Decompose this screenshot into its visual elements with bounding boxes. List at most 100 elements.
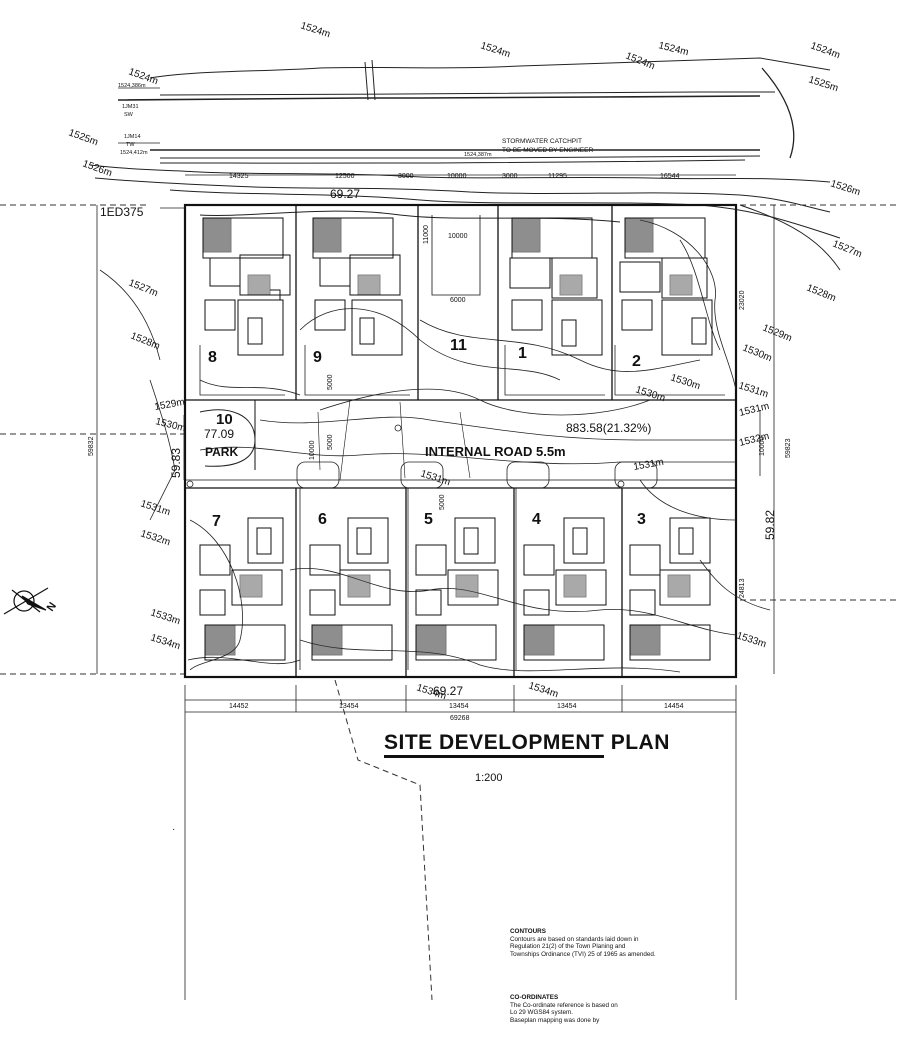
contour-label: 1526m: [829, 178, 861, 198]
contour-label: 1524m: [479, 40, 511, 60]
north-arrow-letter: N: [45, 600, 59, 613]
dim-left: 59.83: [169, 448, 183, 478]
dim-right-lower: 24813: [739, 578, 746, 598]
dimension-lines: [96, 87, 775, 1000]
contour-label: 1524m: [657, 40, 689, 58]
dim-interior: 10000: [309, 440, 316, 460]
dim-interior: 6000: [450, 297, 466, 304]
survey-label: 1JM14: [124, 134, 141, 140]
contour-label: 1533m: [735, 630, 767, 650]
contour-label: 1530m: [634, 384, 666, 404]
survey-labels: 1524,386m 1JM31 SW 1JM14 TW 1524,412m 15…: [118, 83, 492, 158]
dim-top-total: 69.27: [330, 187, 360, 201]
dim-interior: 5000: [327, 374, 334, 390]
contour-label: 1531m: [139, 498, 171, 518]
contour-label: 1527m: [831, 239, 863, 261]
contour-label: 1530m: [741, 343, 773, 365]
park-label: PARK: [205, 445, 238, 459]
coordinates-line: Baseplan mapping was done by: [510, 1016, 600, 1024]
dim-bottom-segment: 13454: [339, 703, 359, 710]
dim-right-upper: 23020: [739, 290, 746, 310]
contour-label: 1533m: [149, 607, 181, 627]
stray-mark: ·: [172, 824, 175, 835]
site-contour-lines: [99, 219, 771, 673]
plot-number: 1: [518, 345, 527, 362]
dim-right: 59.82: [763, 510, 777, 540]
survey-label: 1524,412m: [120, 150, 148, 156]
contour-label: 1529m: [154, 397, 186, 413]
dim-outer-left: 59832: [88, 436, 95, 456]
park-text: 10 77.09 PARK: [204, 411, 238, 459]
contour-label: 1524m: [624, 51, 656, 73]
coordinates-note: CO-ORDINATES The Co-ordinate reference i…: [510, 994, 618, 1024]
dim-top-segment: 10000: [447, 173, 467, 180]
plot-number: 4: [532, 511, 541, 528]
contour-label: 1531m: [633, 457, 665, 473]
contour-label: 1528m: [805, 283, 837, 305]
dim-top-segment: 12500: [335, 173, 355, 180]
dim-top-segment: 14325: [229, 173, 249, 180]
dim-bottom-segment: 13454: [557, 703, 577, 710]
dim-bottom-segment: 14452: [229, 703, 249, 710]
park-area: 77.09: [204, 427, 234, 441]
plan-title: SITE DEVELOPMENT PLAN: [384, 731, 670, 754]
dim-road-side: 10000: [759, 436, 766, 456]
survey-label: 1524,386m: [118, 83, 146, 89]
plot-number: 9: [313, 349, 322, 366]
contour-label: 1531m: [419, 468, 451, 488]
house-footprints-bottom-row: [199, 517, 711, 661]
contour-label: 1531m: [738, 401, 770, 419]
plot-number: 11: [450, 337, 467, 354]
plot-number: 5: [424, 511, 433, 528]
contour-label: 1534m: [149, 632, 181, 652]
stormwater-line: STORMWATER CATCHPIT: [502, 138, 582, 145]
contours-note: CONTOURS Contours are based on standards…: [510, 928, 656, 958]
dim-outer-right: 59823: [785, 438, 792, 458]
contour-label: 1531m: [737, 380, 769, 400]
park-feature: [199, 409, 256, 467]
driveway-outlines: [186, 345, 725, 670]
dim-interior: 5000: [327, 434, 334, 450]
dim-top-segment: 11295: [548, 173, 567, 180]
erf-label: 1ED375: [100, 205, 144, 219]
north-arrow-icon: [3, 587, 49, 615]
plot-number: 6: [318, 511, 327, 528]
coordinates-line: Lo 29 WGS84 system.: [510, 1009, 573, 1017]
plot-number: 2: [632, 353, 641, 370]
contour-label: 1532m: [139, 528, 171, 548]
contour-label: 1524m: [299, 20, 331, 40]
dim-interior: 10000: [448, 233, 468, 240]
plot-number: 3: [637, 511, 646, 528]
contour-label: 1527m: [127, 278, 159, 300]
contour-label: 1525m: [67, 127, 99, 148]
road-area-label: 883.58(21.32%): [566, 421, 651, 435]
survey-label: 1JM31: [122, 104, 139, 110]
plan-scale: 1:200: [475, 772, 503, 784]
contour-label: 1526m: [81, 158, 113, 179]
contours-heading: CONTOURS: [510, 928, 546, 935]
dim-bottom-segment: 13454: [449, 703, 469, 710]
plot-number: 8: [208, 349, 217, 366]
plot-number: 7: [212, 513, 221, 530]
dim-overall: 69268: [450, 715, 470, 722]
coordinates-heading: CO-ORDINATES: [510, 994, 559, 1001]
contour-label: 1529m: [761, 323, 793, 345]
contour-label: 1528m: [129, 331, 161, 353]
coordinates-line: The Co-ordinate reference is based on: [510, 1001, 618, 1009]
main-dimension-labels: 69.27 69.27 59.83 59.82: [169, 187, 777, 698]
contour-label: 1530m: [154, 416, 186, 434]
survey-label: 1524,387m: [464, 152, 492, 158]
internal-road-label: INTERNAL ROAD 5.5m: [425, 444, 566, 459]
contours-line: Contours are based on standards laid dow…: [510, 935, 639, 943]
house-footprints-top-row: [202, 217, 713, 356]
contour-label: 1525m: [807, 74, 839, 94]
park-number: 10: [216, 411, 233, 428]
dim-top-segment: 16544: [660, 173, 680, 180]
contours-line: Townships Ordinance (TVI) 25 of 1965 as …: [510, 950, 656, 958]
contour-label: 1530m: [669, 372, 701, 392]
survey-label: TW: [126, 142, 135, 148]
dim-interior: 5000: [439, 494, 446, 510]
dim-bottom-total: 69.27: [433, 684, 463, 698]
dimension-labels: 14325 12500 3000 10000 3000 11295 16544 …: [88, 173, 792, 722]
